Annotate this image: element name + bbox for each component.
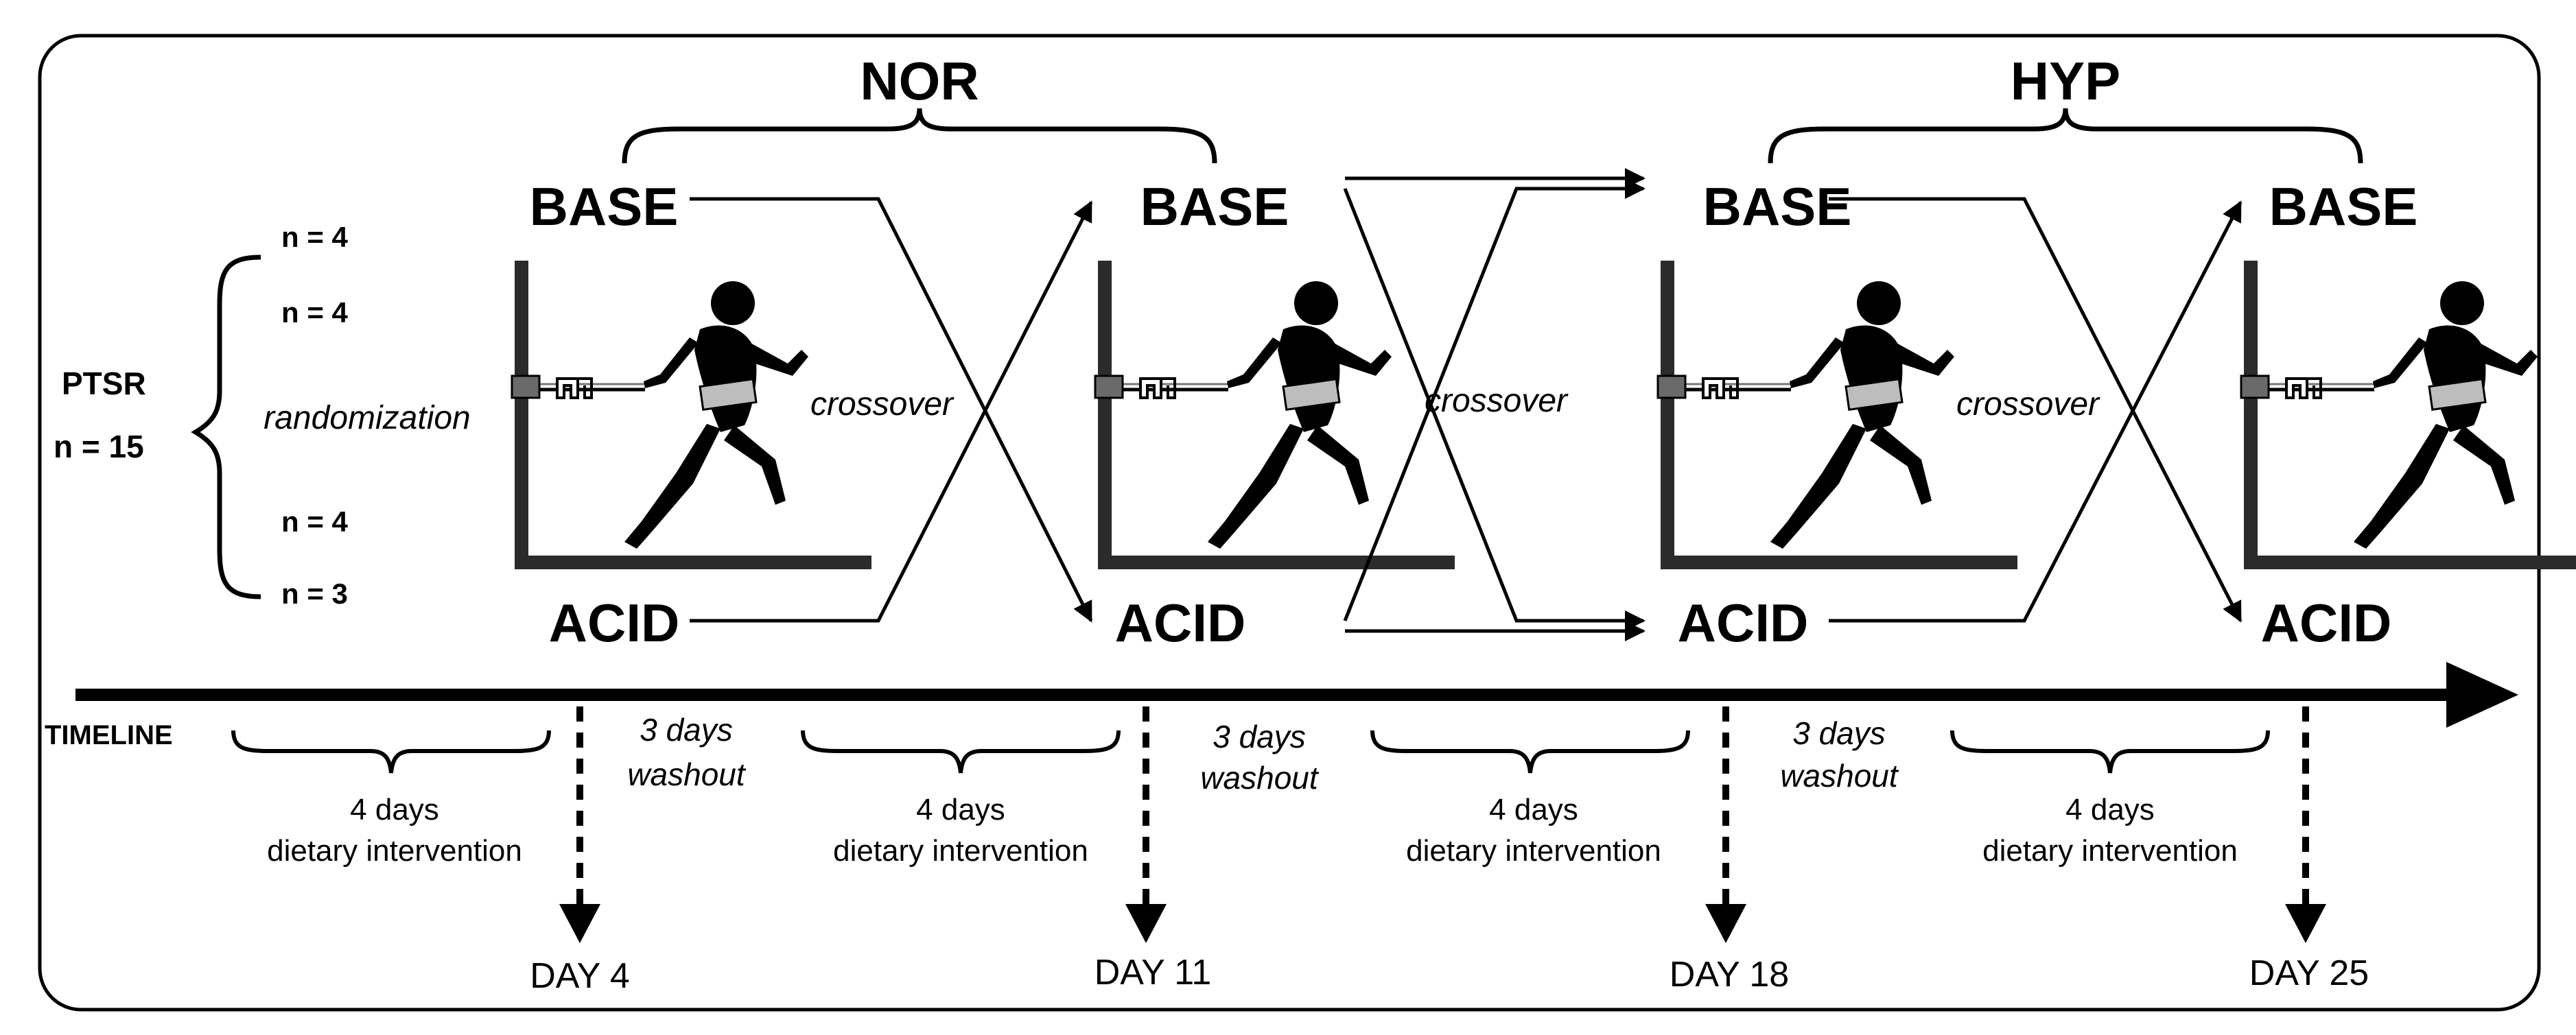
day-label-1: DAY 4 xyxy=(530,956,630,996)
washout-label-3a: 3 days xyxy=(1792,715,1886,751)
base-label-1: BASE xyxy=(530,176,679,237)
arm-count-2: n = 4 xyxy=(281,296,349,329)
arm-count-1: n = 4 xyxy=(281,221,349,253)
crossover-label-2: crossover xyxy=(1425,383,1569,419)
crossover-arrows-1 xyxy=(690,197,1093,623)
day-label-2: DAY 11 xyxy=(1094,953,1212,992)
base-label-4: BASE xyxy=(2269,176,2418,237)
timeline-arrowhead xyxy=(2446,662,2518,728)
randomization-brace xyxy=(191,254,261,599)
acid-label-2: ACID xyxy=(1115,593,1246,653)
base-label-2: BASE xyxy=(1140,176,1289,237)
acid-label-4: ACID xyxy=(2261,593,2392,653)
day-label-4: DAY 25 xyxy=(2249,953,2369,993)
arm-count-3: n = 4 xyxy=(281,505,349,538)
group-label-hyp: HYP xyxy=(2011,51,2120,111)
group-label-nor: NOR xyxy=(860,51,979,111)
washout-label-3b: washout xyxy=(1780,758,1899,794)
intervention-label-2a: 4 days xyxy=(916,793,1005,826)
intervention-label-3b: dietary intervention xyxy=(1406,834,1661,868)
intervention-label-4b: dietary intervention xyxy=(1982,834,2238,868)
ptsr-total: n = 15 xyxy=(54,429,144,464)
intervention-label-3a: 4 days xyxy=(1489,793,1578,826)
crossover-arrows-2 xyxy=(1343,168,1646,641)
arm-count-4: n = 3 xyxy=(281,578,348,610)
washout-label-2b: washout xyxy=(1200,760,1320,796)
crossover-label-3: crossover xyxy=(1956,386,2100,423)
acid-label-1: ACID xyxy=(549,593,680,653)
washout-label-2a: 3 days xyxy=(1213,719,1306,754)
randomization-label: randomization xyxy=(264,400,471,436)
day-marker-arrowheads xyxy=(559,904,2326,943)
base-label-3: BASE xyxy=(1703,176,1852,237)
washout-label-1b: washout xyxy=(627,757,747,792)
ptsr-label: PTSR xyxy=(62,366,146,401)
intervention-label-2b: dietary intervention xyxy=(833,834,1088,868)
outer-frame xyxy=(38,34,2541,1012)
timeline-label: TIMELINE xyxy=(45,720,173,750)
washout-label-1a: 3 days xyxy=(640,712,733,748)
day-markers xyxy=(576,706,2309,905)
intervention-label-1a: 4 days xyxy=(350,793,439,826)
day-label-3: DAY 18 xyxy=(1670,955,1789,995)
acid-label-3: ACID xyxy=(1678,593,1809,653)
intervention-label-4a: 4 days xyxy=(2065,793,2155,826)
crossover-arrows-3 xyxy=(1829,197,2243,623)
intervention-label-1b: dietary intervention xyxy=(267,834,522,868)
crossover-label-1: crossover xyxy=(810,386,955,423)
